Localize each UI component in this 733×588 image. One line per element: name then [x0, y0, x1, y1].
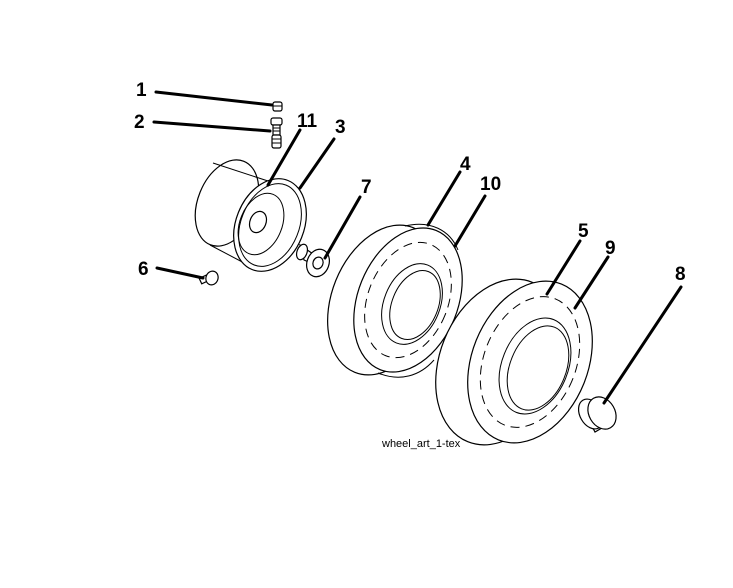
- callout-5: 5: [578, 221, 589, 242]
- diagram-caption: wheel_art_1-tex: [381, 438, 461, 450]
- leader-line-1: [154, 90, 274, 107]
- leader-line-9: [573, 255, 610, 310]
- callout-4: 4: [460, 154, 471, 175]
- callout-3: 3: [335, 117, 346, 138]
- callout-10: 10: [480, 174, 501, 195]
- leader-line-11: [266, 128, 302, 187]
- screw-part: [198, 270, 219, 286]
- callout-7: 7: [361, 177, 372, 198]
- leader-line-8: [602, 285, 683, 405]
- callout-1: 1: [136, 80, 147, 101]
- callout-6: 6: [138, 259, 149, 280]
- leader-line-6: [155, 266, 205, 280]
- callout-11: 11: [297, 111, 318, 132]
- leader-line-4: [426, 170, 462, 227]
- leader-line-7: [323, 195, 362, 260]
- leader-line-10: [453, 194, 487, 248]
- valve-cap-part: [272, 101, 283, 112]
- leader-line-5: [545, 239, 582, 296]
- bushing-part: [295, 243, 330, 278]
- hub-cap-part: [577, 396, 617, 433]
- valve-stem-part: [270, 117, 283, 149]
- leader-line-3: [298, 137, 336, 190]
- leader-line-2: [152, 120, 272, 133]
- callout-8: 8: [675, 264, 686, 285]
- callout-9: 9: [605, 238, 616, 259]
- callout-2: 2: [134, 112, 145, 133]
- rear-tire-part: [435, 278, 593, 446]
- rim-wheel-part: [194, 159, 307, 272]
